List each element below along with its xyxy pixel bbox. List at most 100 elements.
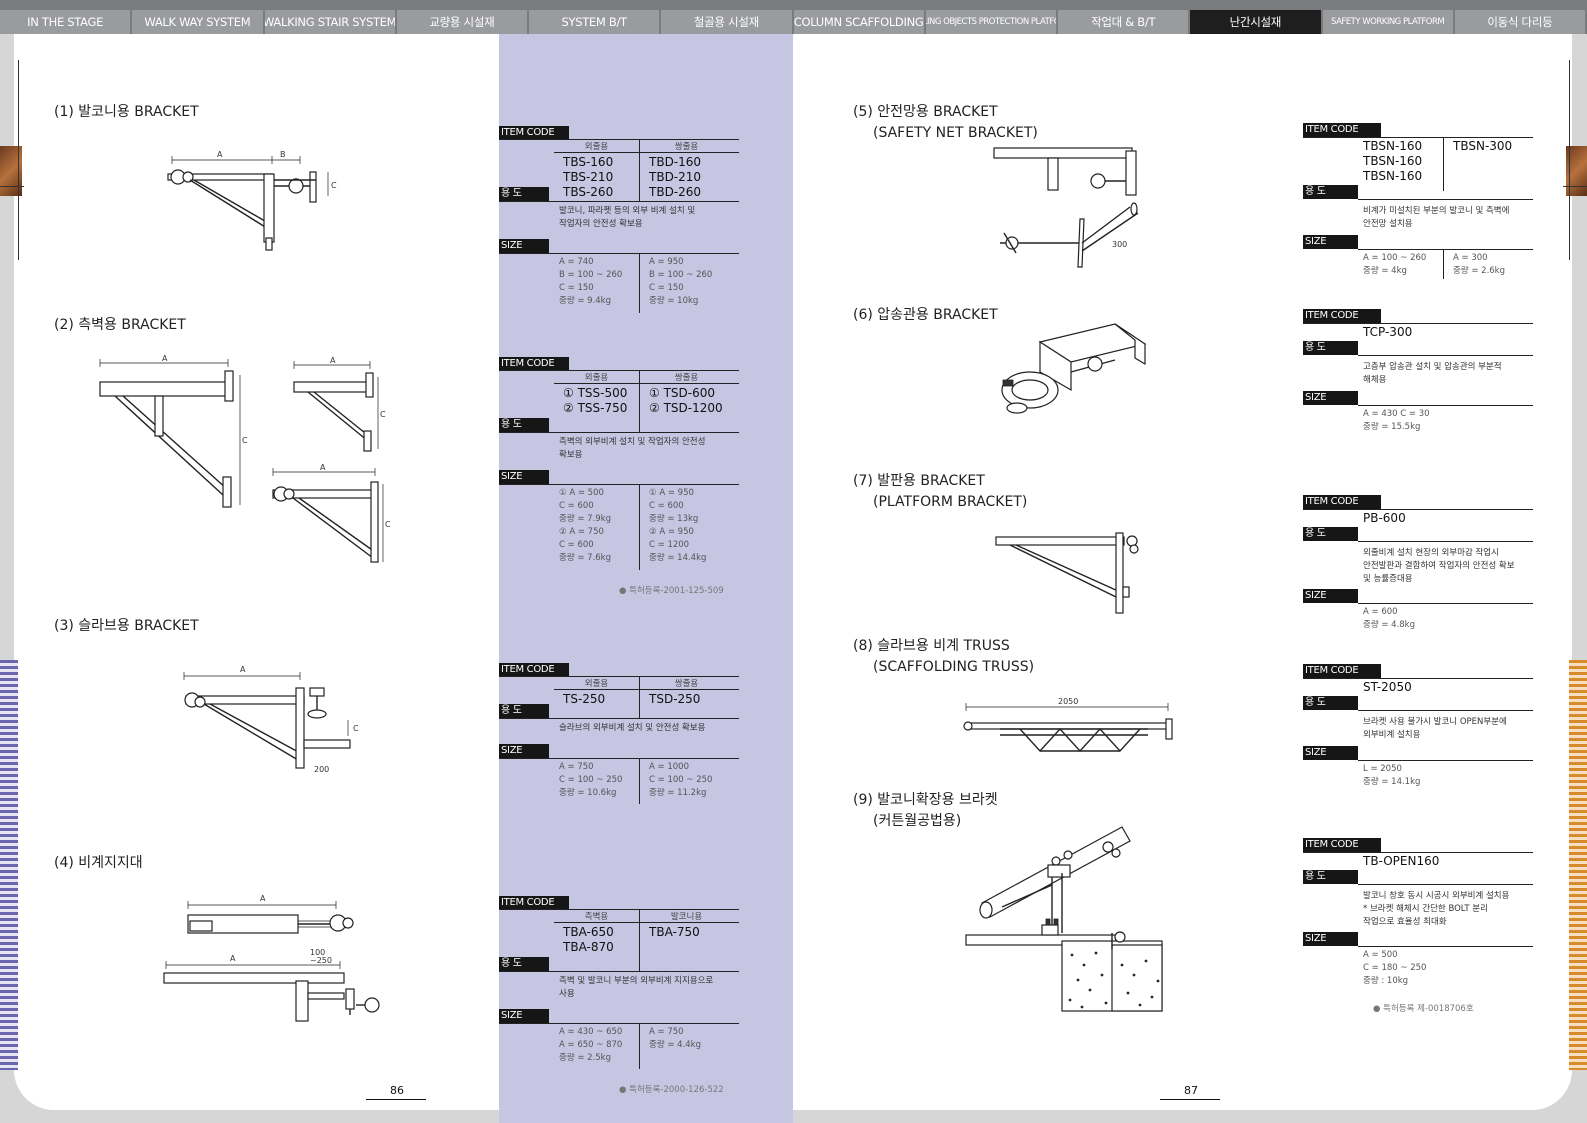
sidewall-bracket-large-drawing: A C (99, 354, 248, 508)
size-value: 중량 = 14.4kg (649, 553, 707, 563)
tab-10[interactable]: SAFETY WORKING PLATFORM (1322, 10, 1453, 34)
size-value: A = 430 C = 30 (1363, 409, 1430, 419)
dim-label-300: 300 (1112, 240, 1127, 249)
size-value: A = 430 ~ 650 (559, 1027, 623, 1037)
use-description: 작업자의 안전성 확보용 (559, 219, 643, 229)
size-value: A = 650 ~ 870 (559, 1040, 623, 1050)
size-value: A = 100 ~ 260 (1363, 253, 1427, 263)
section-title-pump-pipe-bracket: (6) 압송관용 BRACKET (853, 307, 998, 323)
dim-label-c: C (331, 181, 337, 190)
tab-8[interactable]: 작업대 & B/T (1058, 10, 1189, 34)
tab-6[interactable]: COLUMN SCAFFOLDING (793, 10, 924, 34)
item-code: TBS-260 (563, 185, 614, 199)
dim-label-c: C (242, 436, 248, 445)
section-title-platform-bracket: (7) 발판용 BRACKET (PLATFORM BRACKET) (853, 473, 1028, 510)
use-label: 용 도 (499, 957, 549, 971)
patent-number: ● 특허등록-2000-126-522 (619, 1085, 724, 1095)
item-code: ① TSS-500 (563, 386, 628, 400)
item-code-label: ITEM CODE (1303, 664, 1381, 678)
tab-0[interactable]: IN THE STAGE (0, 10, 131, 34)
tab-3[interactable]: 교량용 시설재 (396, 10, 527, 34)
item-code: TBSN-160 (1363, 139, 1423, 153)
tab-1[interactable]: WALK WAY SYSTEM (132, 10, 263, 34)
item-code: TBS-210 (563, 170, 614, 184)
use-description: 브라켓 사용 불가시 발코니 OPEN부분에 (1363, 717, 1507, 727)
size-value: C = 600 (559, 501, 594, 511)
item-code-label: ITEM CODE (1303, 838, 1381, 852)
tab-9[interactable]: 난간시설재 (1190, 10, 1321, 34)
tab-2[interactable]: WALKING STAIR SYSTEM (264, 10, 395, 34)
item-code-label: ITEM CODE (499, 896, 569, 910)
size-value: A = 1000 (649, 762, 689, 772)
size-value: 중량 = 4.4kg (649, 1040, 702, 1050)
use-description: 발코니 창호 동시 시공시 외부비계 설치용 (1363, 891, 1510, 901)
size-value: A = 740 (559, 257, 594, 267)
size-label: SIZE (499, 744, 549, 758)
section-title-sidewall-bracket: (2) 측벽용 BRACKET (54, 317, 186, 333)
item-code: TBD-160 (649, 155, 702, 169)
platform-bracket-drawing (995, 532, 1139, 614)
use-description: 및 능률증대용 (1363, 574, 1413, 584)
rule (1358, 199, 1533, 200)
dim-label-a: A (330, 356, 336, 365)
sidewall-bracket-clamp-drawing: A C (272, 463, 391, 563)
patent-number: ● 특허등록-2001-125-509 (619, 586, 724, 596)
rule (499, 676, 739, 677)
item-code: TBA-750 (649, 925, 700, 939)
size-label: SIZE (499, 239, 549, 253)
right-edge-photo (1566, 146, 1587, 196)
use-description: 고층부 압송관 설치 및 압송관의 부분적 (1363, 362, 1502, 372)
section-title-safety-net-bracket: (5) 안전망용 BRACKET (SAFETY NET BRACKET) (853, 104, 1038, 141)
crop-mark (1563, 186, 1587, 187)
size-value: C = 100 ~ 250 (559, 775, 623, 785)
item-code: TBD-260 (649, 185, 702, 199)
section-title-slab-bracket: (3) 슬라브용 BRACKET (54, 618, 199, 634)
dim-label-250: ~250 (310, 956, 332, 965)
section-title-balcony-bracket: (1) 발코니용 BRACKET (54, 104, 199, 120)
scaffold-support-drawing: A A 100 ~250 (163, 894, 380, 1022)
col-head: 외줄용 (584, 373, 609, 383)
sidewall-bracket-small-drawing: A C (293, 356, 386, 452)
tab-5[interactable]: 철골용 시설재 (661, 10, 792, 34)
rule (499, 139, 739, 140)
rule (1358, 884, 1533, 885)
dim-label-2050: 2050 (1058, 697, 1078, 706)
rule (639, 676, 640, 718)
rule (1303, 852, 1533, 853)
size-value: 중량 = 2.6kg (1453, 266, 1506, 276)
size-label: SIZE (499, 470, 549, 484)
tab-7[interactable]: FALLING OBJECTS PROTECTION PLATFORM (925, 10, 1056, 34)
rule (639, 139, 640, 201)
rule (1358, 541, 1533, 542)
size-value: A = 600 (1363, 607, 1398, 617)
item-code: PB-600 (1363, 511, 1406, 525)
size-value: 중량 : 10kg (1363, 976, 1409, 986)
size-label: SIZE (1303, 932, 1358, 946)
use-label: 용 도 (1303, 696, 1358, 710)
item-code: ① TSD-600 (649, 386, 715, 400)
tab-11[interactable]: 이동식 다리등 (1454, 10, 1585, 34)
col-head: 외줄용 (584, 142, 609, 152)
size-value: ① A = 500 (559, 488, 604, 498)
size-value: ② A = 950 (649, 527, 694, 537)
size-label: SIZE (499, 1009, 549, 1023)
col-head: 쌍줄용 (674, 679, 699, 689)
rule (639, 909, 640, 971)
left-edge-photo (0, 146, 22, 196)
size-value: 중량 = 4.8kg (1363, 620, 1416, 630)
size-value: 중량 = 7.9kg (559, 514, 612, 524)
rule (554, 152, 739, 153)
col-head: 쌍줄용 (674, 142, 699, 152)
crop-mark (1569, 60, 1570, 260)
item-code: TSD-250 (649, 692, 701, 706)
item-code-label: ITEM CODE (1303, 123, 1381, 137)
page-number-right: 87 (1184, 1084, 1198, 1097)
dim-label-b: B (280, 150, 286, 159)
tab-4[interactable]: SYSTEM B/T (529, 10, 660, 34)
